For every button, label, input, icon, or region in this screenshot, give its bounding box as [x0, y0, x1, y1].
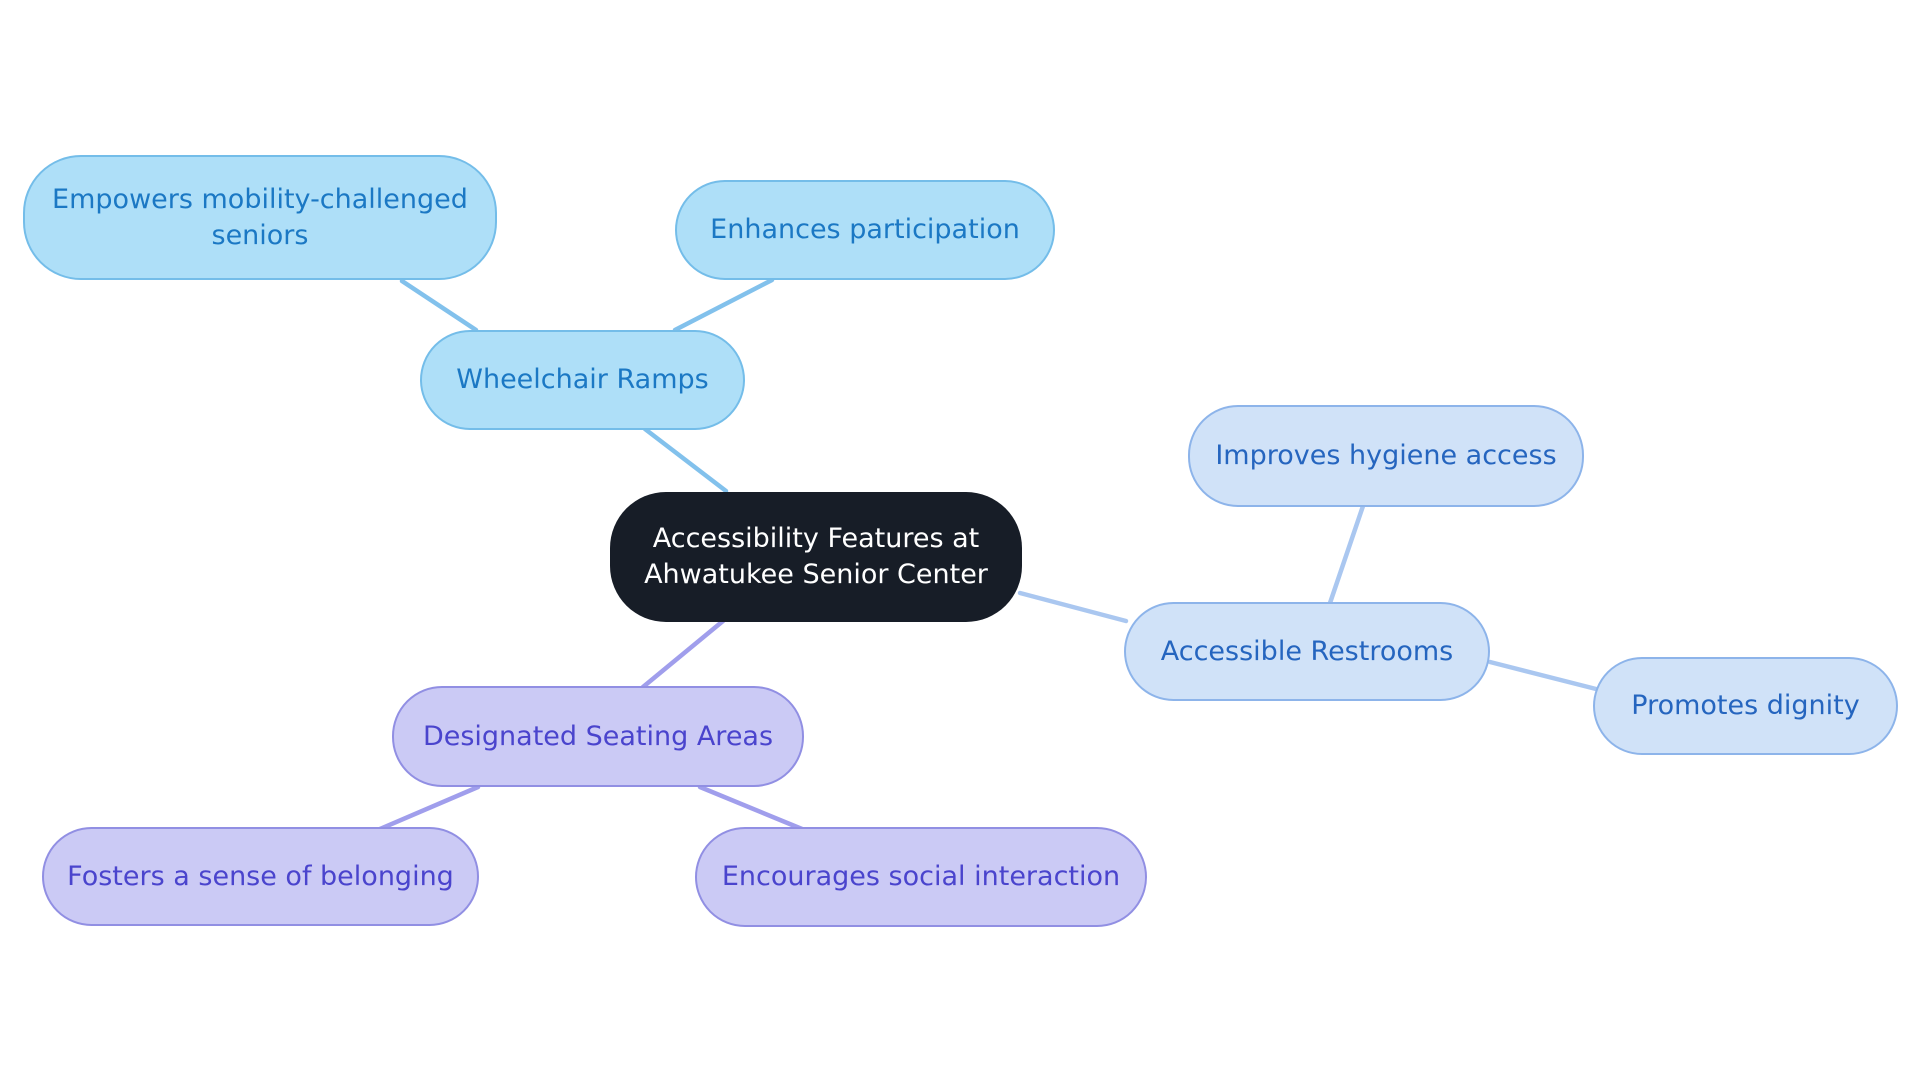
node-wheelchair-ramps[interactable]: Wheelchair Ramps [420, 330, 745, 430]
node-enhances-participation[interactable]: Enhances participation [675, 180, 1055, 280]
edge-seating-to-fosters [377, 784, 481, 832]
edge-restrooms-to-promotes [1487, 659, 1603, 693]
edge-wheelchair-to-enhances [672, 277, 775, 333]
edge-central-to-seating [640, 618, 726, 690]
node-fosters-sense-of-belonging[interactable]: Fosters a sense of belonging [42, 827, 479, 926]
edge-restrooms-to-improves [1327, 503, 1366, 606]
edge-central-to-restrooms [1017, 590, 1129, 624]
node-improves-hygiene-access[interactable]: Improves hygiene access [1188, 405, 1584, 507]
node-accessible-restrooms[interactable]: Accessible Restrooms [1124, 602, 1490, 701]
node-designated-seating-areas[interactable]: Designated Seating Areas [392, 686, 804, 787]
edge-central-to-wheelchair [642, 426, 729, 494]
edge-wheelchair-to-empowers [399, 278, 479, 333]
edge-seating-to-encourages [697, 784, 805, 832]
node-promotes-dignity[interactable]: Promotes dignity [1593, 657, 1898, 755]
node-central-accessibility-features[interactable]: Accessibility Features at Ahwatukee Seni… [610, 492, 1022, 622]
node-encourages-social-interaction[interactable]: Encourages social interaction [695, 827, 1147, 927]
node-empowers-mobility-challenged-seniors[interactable]: Empowers mobility-challenged seniors [23, 155, 497, 280]
